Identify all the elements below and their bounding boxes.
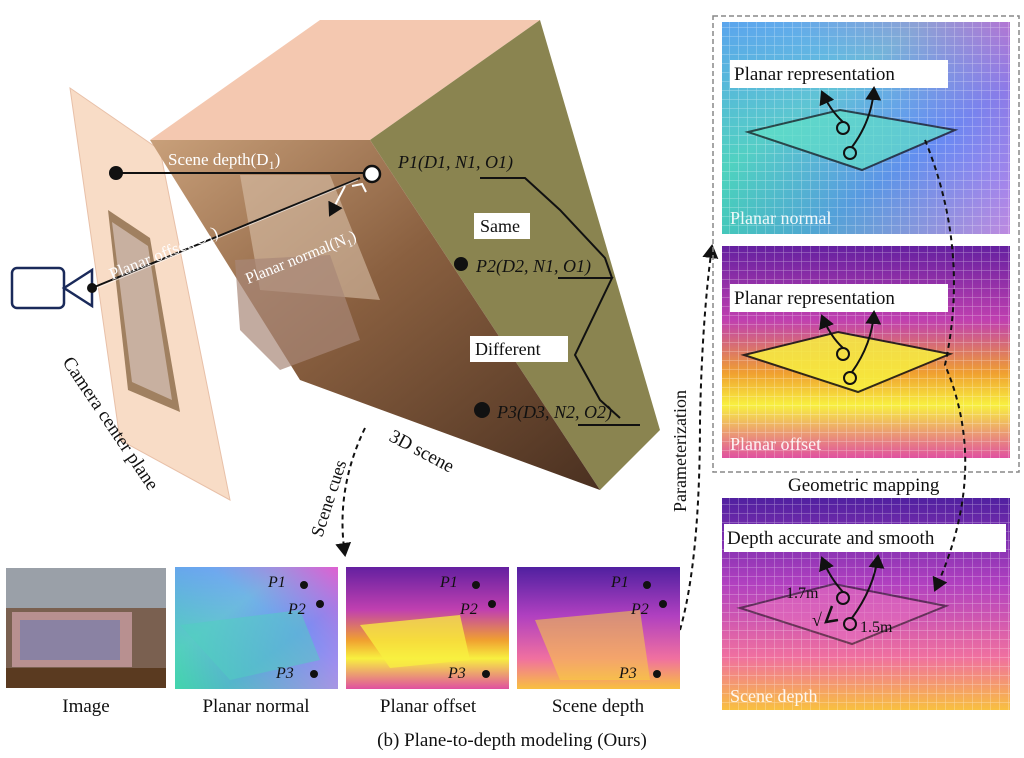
bottom-offset-panel [346,567,509,689]
offset-p2: P2 [459,601,478,618]
camera-center-plane [69,86,231,501]
depth-p3: P3 [618,665,637,682]
offset-panel-label: Planar offset [380,696,477,717]
scene-depth-label: Scene depth(D [168,150,269,169]
p1-label: P1(D1, N1, O1) [397,152,513,173]
svg-text:Scene depth(D1): Scene depth(D1) [168,150,280,172]
right-offset-panel [722,246,1010,458]
camera-icon [10,266,94,310]
offset-box-title: Planar representation [734,288,895,309]
parameterization-label: Parameterization [670,390,690,512]
check-mark: √ [812,610,822,630]
camera-point-marker [109,166,123,180]
p3-marker [474,402,490,418]
p2-marker [454,257,468,271]
bottom-point-markers: P1 P2 P3 P1 P2 P3 P1 P2 P3 [267,574,667,682]
camera-origin-marker [87,283,97,293]
depth-box-title: Depth accurate and smooth [727,528,935,549]
normal-p2: P2 [287,601,306,618]
planar-normal-sub: 1 [345,237,355,250]
different-badge [470,336,568,362]
depth-panel-label: Scene depth [552,696,645,717]
normal-box-title: Planar representation [734,64,895,85]
p1-surface-marker [362,164,382,184]
p2-label: P2(D2, N1, O1) [475,256,591,277]
scene-box [150,20,660,490]
right-normal-panel [722,22,1010,234]
normal-p1: P1 [267,574,286,591]
depth-p2: P2 [630,601,649,618]
figure-caption: (b) Plane-to-depth modeling (Ours) [377,730,647,751]
depth-value-1: 1.7m [786,585,819,602]
planar-offset-sub: 1 [206,232,217,247]
geometric-mapping-group [712,15,1020,473]
offset-p1: P1 [439,574,458,591]
scene-depth-sub: 1 [269,158,275,172]
same-badge [474,213,530,239]
normal-panel-label: Planar normal [202,696,309,717]
bottom-depth-panel [517,567,680,689]
p3-label: P3(D3, N2, O2) [496,402,612,423]
normal-tag: Planar normal [730,208,831,228]
depth-p1: P1 [610,574,629,591]
image-panel-label: Image [62,696,109,717]
different-label: Different [475,339,541,359]
same-label: Same [480,216,520,236]
offset-tag: Planar offset [730,434,821,454]
bottom-image-panel [6,568,166,688]
depth-value-2: 1.5m [860,619,893,636]
offset-p3: P3 [447,665,466,682]
mapping-label: Geometric mapping [788,475,940,496]
normal-p3: P3 [275,665,294,682]
bottom-normal-panel [175,567,338,689]
depth-tag: Scene depth [730,686,817,706]
